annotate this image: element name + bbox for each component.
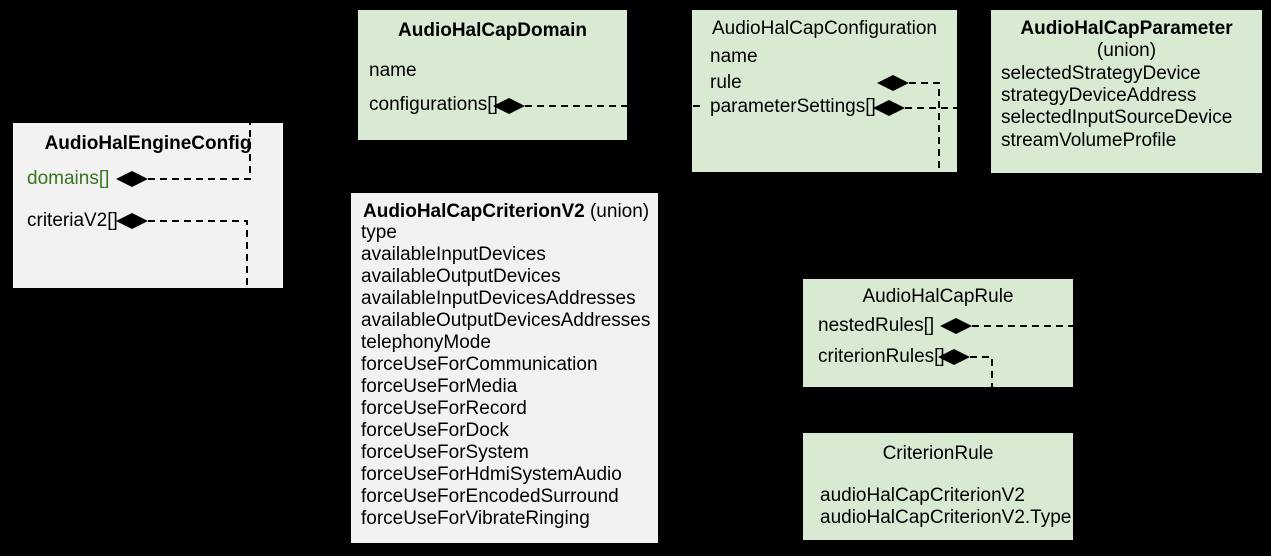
node-audio-hal-cap-configuration: AudioHalCapConfiguration name rule paramet… (692, 10, 957, 172)
field-label: rule (710, 72, 742, 93)
field-label: forceUseForRecord (361, 398, 527, 419)
field-label: forceUseForSystem (361, 442, 529, 463)
field-label: name (710, 46, 758, 67)
field-label: criterionRules[] (818, 346, 945, 367)
field-label: availableOutputDevicesAddresses (361, 310, 651, 331)
node-title: AudioHalCapConfiguration (712, 18, 937, 39)
field-label: parameterSettings[] (710, 96, 876, 117)
field-label: audioHalCapCriterionV2.Type (820, 507, 1072, 528)
field-label: selectedStrategyDevice (1001, 63, 1201, 84)
field-label: configurations[] (369, 94, 498, 115)
field-label: type (361, 222, 397, 243)
field-label: name (369, 60, 417, 81)
node-title: AudioHalCapParameter (1020, 18, 1233, 39)
field-label: audioHalCapCriterionV2 (820, 485, 1025, 506)
field-label: forceUseForEncodedSurround (361, 486, 619, 507)
field-label: availableInputDevices (361, 244, 546, 265)
field-label: availableInputDevicesAddresses (361, 288, 636, 309)
field-label: forceUseForMedia (361, 376, 518, 397)
field-label: criteriaV2[] (27, 210, 118, 231)
field-label: nestedRules[] (818, 315, 935, 336)
node-title: AudioHalCapRule (862, 286, 1014, 307)
field-label: telephonyMode (361, 332, 491, 353)
field-label: streamVolumeProfile (1001, 130, 1177, 151)
field-label: forceUseForHdmiSystemAudio (361, 464, 622, 485)
node-audio-hal-cap-domain: AudioHalCapDomain name configurations[] (358, 10, 627, 140)
node-audio-hal-cap-rule: AudioHalCapRule nestedRules[] criterionRu… (803, 279, 1073, 387)
field-label: forceUseForCommunication (361, 354, 598, 375)
node-audio-hal-cap-parameter: AudioHalCapParameter (union) selectedStr… (991, 10, 1262, 173)
node-title: AudioHalCapCriterionV2 (union) (363, 201, 650, 222)
node-audio-hal-engine-config: AudioHalEngineConfig domains[] criteriaV2… (13, 123, 283, 288)
node-title: AudioHalEngineConfig (44, 133, 252, 154)
node-title: CriterionRule (882, 443, 994, 464)
field-label: domains[] (27, 168, 110, 189)
field-label: forceUseForVibrateRinging (361, 508, 590, 529)
field-label: forceUseForDock (361, 420, 509, 441)
node-subtitle: (union) (1096, 40, 1157, 61)
field-label: availableOutputDevices (361, 266, 561, 287)
node-title: AudioHalCapDomain (398, 20, 587, 41)
field-label: strategyDeviceAddress (1001, 85, 1197, 106)
field-label: selectedInputSourceDevice (1001, 107, 1233, 128)
